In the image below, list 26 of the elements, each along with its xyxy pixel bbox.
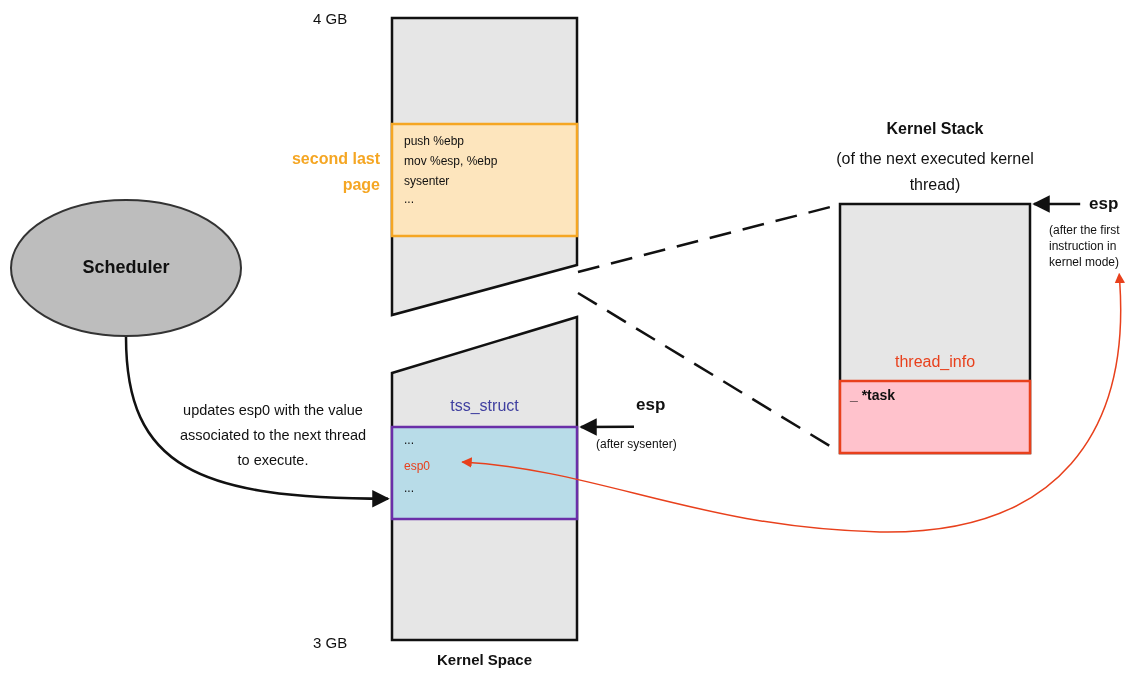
field-text: esp0 bbox=[404, 459, 431, 473]
register-label: esp bbox=[1089, 194, 1119, 214]
ellipsis-text: ... bbox=[404, 192, 414, 206]
instruction-text: push %ebp bbox=[404, 134, 465, 148]
arrow bbox=[1032, 195, 1081, 213]
scale-label: 4 GB bbox=[313, 10, 348, 27]
register-label: esp bbox=[636, 395, 666, 415]
stack-description: (of the next executed kernel thread) bbox=[835, 149, 1035, 195]
segment-title: Kernel Space bbox=[435, 651, 533, 668]
page-label: second last page bbox=[290, 149, 380, 195]
ellipsis-text: ... bbox=[404, 481, 414, 495]
process-label: Scheduler bbox=[81, 257, 171, 278]
arrow bbox=[124, 336, 390, 508]
arrow bbox=[461, 272, 1125, 533]
instruction-text: sysenter bbox=[404, 174, 450, 188]
stack-title: Kernel Stack bbox=[885, 120, 985, 138]
register-note: (after sysenter) bbox=[596, 437, 677, 451]
edge-label: updates esp0 with the value associated to the next thread to execute. bbox=[178, 401, 368, 470]
scale-label: 3 GB bbox=[313, 634, 348, 651]
arrow bbox=[579, 418, 634, 436]
instruction-text: mov %esp, %ebp bbox=[404, 154, 498, 168]
struct-title: thread_info bbox=[893, 353, 977, 371]
register-note: (after the first instruction in kernel mode) bbox=[1049, 222, 1121, 270]
field-text: _ *task bbox=[850, 387, 896, 403]
ellipsis-text: ... bbox=[404, 433, 414, 447]
struct-title: tss_struct bbox=[449, 397, 520, 415]
